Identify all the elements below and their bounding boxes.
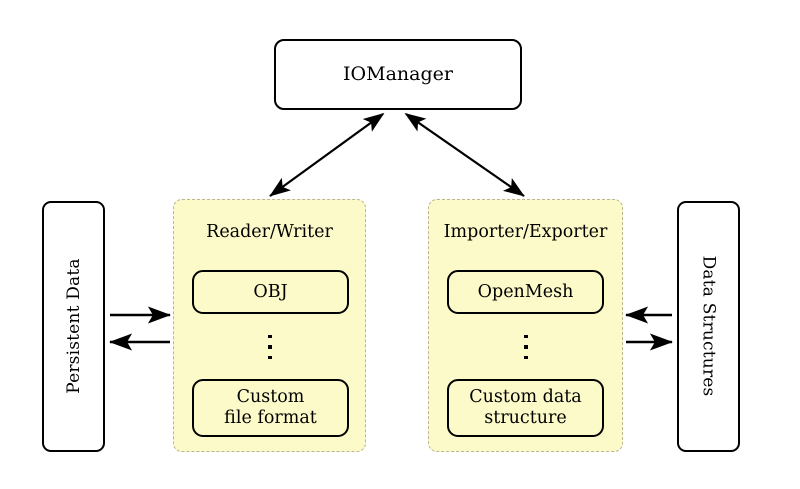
node-custom-data-structure-line2: structure <box>484 408 567 428</box>
node-persistent-data[interactable]: Persistent Data <box>42 201 105 452</box>
group-reader-writer-title: Reader/Writer <box>206 222 333 242</box>
node-obj[interactable]: OBJ <box>192 270 349 314</box>
edge-manager-importer-exporter <box>404 112 525 197</box>
node-iomanager-label: IOManager <box>343 63 453 86</box>
node-custom-file-format-line1: Custom <box>236 387 305 407</box>
node-custom-file-format[interactable]: Custom file format <box>192 379 349 437</box>
group-importer-exporter[interactable]: Importer/Exporter OpenMesh Custom data s… <box>428 199 623 452</box>
node-iomanager[interactable]: IOManager <box>274 39 522 110</box>
node-custom-data-structure-line1: Custom data <box>469 387 582 407</box>
group-reader-writer[interactable]: Reader/Writer OBJ Custom file format <box>173 199 366 452</box>
node-openmesh[interactable]: OpenMesh <box>447 270 604 314</box>
node-custom-data-structure[interactable]: Custom data structure <box>447 379 604 437</box>
node-persistent-data-label: Persistent Data <box>63 258 84 395</box>
node-data-structures[interactable]: Data Structures <box>677 201 740 452</box>
node-data-structures-label: Data Structures <box>698 256 719 397</box>
node-custom-file-format-line2: file format <box>224 408 317 428</box>
ellipsis-reader-writer <box>263 335 277 359</box>
ellipsis-importer-exporter <box>519 335 533 359</box>
node-openmesh-label: OpenMesh <box>477 281 574 302</box>
edge-manager-reader-writer <box>269 112 385 197</box>
node-obj-label: OBJ <box>253 281 288 302</box>
group-importer-exporter-title: Importer/Exporter <box>443 222 608 242</box>
